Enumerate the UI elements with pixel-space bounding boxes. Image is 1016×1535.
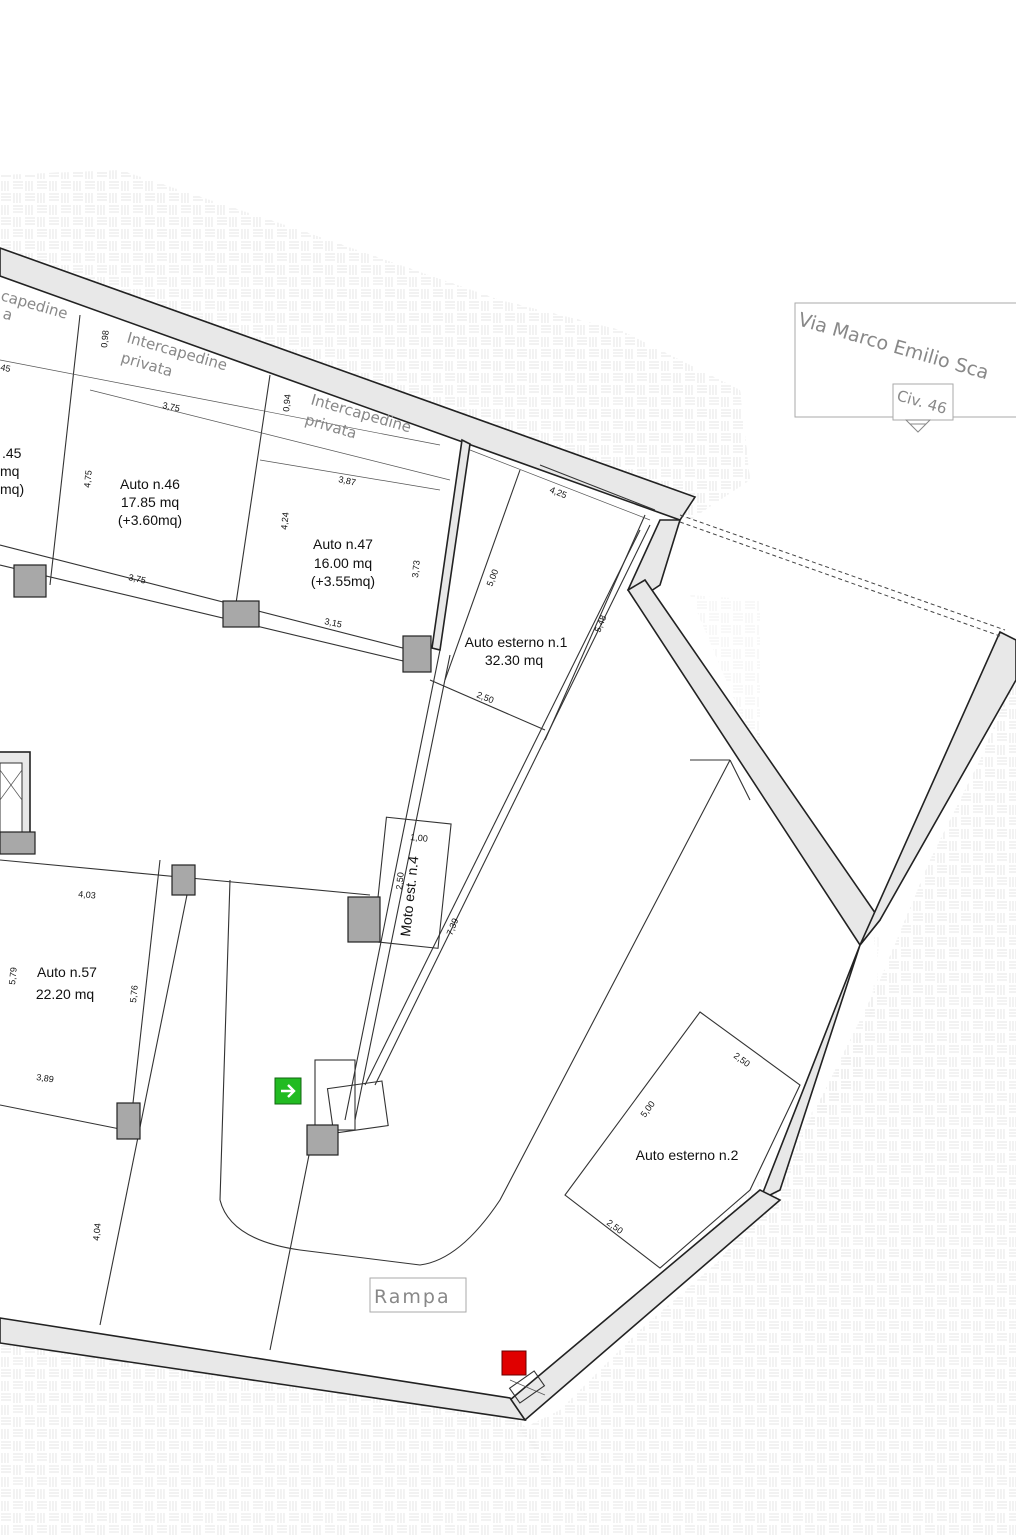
auto-esterno-1-name: Auto esterno n.1 [465, 634, 568, 650]
auto-57-name: Auto n.57 [37, 964, 97, 980]
pillar [171, 864, 196, 896]
auto-46-extra: (+3.60mq) [118, 512, 182, 528]
auto-46-name: Auto n.46 [120, 476, 180, 492]
gate-line-b [679, 521, 1001, 637]
auto-47-name: Auto n.47 [313, 536, 373, 552]
pillar [402, 635, 432, 673]
dim-label: 4,04 [91, 1223, 103, 1241]
dim-label: 5,00 [485, 568, 501, 588]
pillar [347, 896, 381, 943]
auto-45-line2: mq [0, 463, 19, 479]
dim-label: 3,87 [338, 474, 357, 487]
street-name: Via Marco Emilio Sca [796, 309, 992, 385]
bay-lines [0, 314, 801, 1404]
east-inner-wall [626, 519, 682, 596]
dim-label: 2,50 [732, 1051, 752, 1069]
pillar [13, 564, 47, 598]
civic-arrow-icon [904, 419, 932, 433]
dim-label: 4,75 [82, 470, 94, 488]
dim-label: 3,15 [324, 616, 343, 629]
dim-label: 5,00 [639, 1099, 657, 1119]
pillar [306, 1124, 339, 1156]
auto-45-line3: mq) [0, 481, 24, 497]
intercapedine-label-0b: a [1, 305, 15, 325]
ground-hatch-top [0, 170, 750, 520]
dim-label: 2,50 [475, 690, 495, 706]
auto-57-area: 22.20 mq [36, 986, 94, 1002]
ground-hatch-bottom [0, 1335, 600, 1535]
stair-box [0, 751, 36, 855]
auto-47-extra: (+3.55mq) [311, 573, 375, 589]
dim-label: 3,75 [162, 400, 181, 413]
dim-label: 1,00 [410, 832, 428, 844]
dim-label: 4,03 [78, 889, 96, 900]
auto-esterno-1-area: 32.30 mq [485, 652, 543, 668]
dim-label: 4,24 [279, 512, 291, 530]
dim-label: 5,76 [128, 985, 140, 1003]
east-wall [758, 630, 1016, 1202]
dim-label: 3,73 [410, 560, 422, 578]
dimensions: 45 0,98 3,75 0,94 4,75 4,24 3,87 3,75 3,… [0, 330, 752, 1241]
dim-label: 0,98 [99, 330, 111, 348]
pillar [116, 1102, 141, 1140]
dim-label: 0,94 [281, 394, 293, 412]
auto-46-area: 17.85 mq [121, 494, 179, 510]
dim-label: 3,89 [36, 1072, 55, 1084]
dim-label: 5,79 [7, 967, 19, 985]
moto-4-name: Moto est. n.4 [397, 855, 421, 937]
pillar [222, 600, 260, 628]
civic-box [892, 383, 954, 421]
exit-arrow-icon [274, 1077, 302, 1105]
fire-extinguisher-marker [501, 1350, 527, 1376]
south-wall [0, 1317, 527, 1422]
rampa-box [369, 1277, 467, 1313]
dim-label: 5,48 [593, 614, 609, 634]
dim-label: 3,75 [128, 572, 147, 585]
partition-wall [431, 438, 471, 651]
auto-47-area: 16.00 mq [314, 555, 372, 571]
rampa-label: Rampa [374, 1286, 451, 1308]
gate-line-a [679, 514, 1006, 631]
auto-esterno-2-name: Auto esterno n.2 [636, 1147, 739, 1163]
auto-45-line1: .45 [2, 445, 22, 461]
ground-hatch-right [520, 640, 1016, 1535]
dim-label: 2,50 [394, 872, 406, 890]
dim-label: 45 [0, 362, 11, 374]
